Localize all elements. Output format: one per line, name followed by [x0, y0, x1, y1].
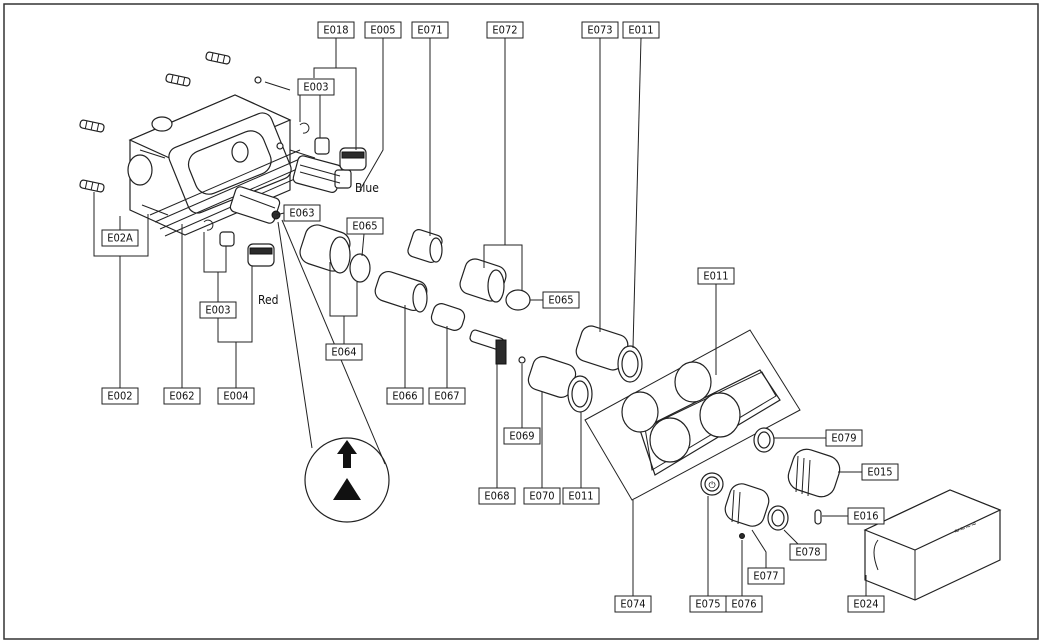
power-icon: ⏻ — [708, 480, 715, 491]
svg-text:E011: E011 — [703, 270, 728, 283]
screw-e069 — [518, 356, 526, 364]
label-e065-right: E065 — [542, 291, 580, 309]
label-e072: E072 — [486, 21, 524, 39]
svg-text:E066: E066 — [392, 390, 417, 403]
handle-e077 — [724, 483, 770, 527]
label-e002: E002 — [101, 387, 139, 405]
label-e018: E018 — [317, 21, 355, 39]
detail-callout — [277, 219, 390, 523]
pin-e016 — [814, 509, 822, 525]
box-e024: ≈≈≈≈ — [863, 489, 1002, 601]
label-e065-left: E065 — [346, 217, 384, 235]
svg-text:E063: E063 — [289, 207, 314, 220]
sleeve-e072 — [459, 258, 507, 303]
faceplate-e074 — [584, 329, 801, 501]
ring-e078 — [767, 505, 789, 531]
label-e075: E075 — [689, 595, 727, 613]
svg-text:E004: E004 — [223, 390, 248, 403]
label-e063: E063 — [283, 204, 321, 222]
svg-text:E077: E077 — [753, 570, 778, 583]
svg-text:E003: E003 — [205, 304, 230, 317]
svg-text:E018: E018 — [323, 24, 348, 37]
svg-text:E068: E068 — [484, 490, 509, 503]
svg-text:E076: E076 — [731, 598, 756, 611]
svg-text:E064: E064 — [331, 346, 356, 359]
label-e011-top: E011 — [622, 21, 660, 39]
label-e02a: E02A — [101, 229, 139, 247]
triangle-warning-icon — [333, 478, 361, 500]
label-e076: E076 — [725, 595, 763, 613]
o-ring-e065a — [349, 253, 371, 283]
blue-annotation: Blue — [355, 181, 379, 195]
svg-text:E079: E079 — [831, 432, 856, 445]
svg-text:E065: E065 — [352, 220, 377, 233]
diagram-frame — [3, 3, 1039, 640]
trim-ring-e079 — [753, 427, 775, 453]
svg-text:E024: E024 — [853, 598, 878, 611]
svg-text:E003: E003 — [303, 81, 328, 94]
sleeve-e064 — [299, 224, 351, 274]
nut-e071 — [407, 229, 443, 263]
svg-text:E071: E071 — [417, 24, 442, 37]
svg-text:E072: E072 — [492, 24, 517, 37]
svg-text:E073: E073 — [587, 24, 612, 37]
o-ring-e065b — [505, 289, 531, 311]
label-e068: E068 — [478, 487, 516, 505]
label-e077: E077 — [747, 567, 785, 585]
label-e069: E069 — [503, 427, 541, 445]
e003-upper-parts — [299, 122, 367, 171]
label-e003-upper: E003 — [297, 78, 335, 96]
mounting-screws — [79, 51, 316, 216]
label-e078: E078 — [789, 543, 827, 561]
label-e079: E079 — [825, 429, 863, 447]
svg-text:E069: E069 — [509, 430, 534, 443]
blue-cartridge-e005 — [292, 155, 352, 193]
red-annotation: Red — [258, 293, 278, 307]
svg-text:E074: E074 — [620, 598, 645, 611]
svg-text:E002: E002 — [107, 390, 132, 403]
label-e066: E066 — [386, 387, 424, 405]
svg-text:E075: E075 — [695, 598, 720, 611]
svg-text:E016: E016 — [853, 510, 878, 523]
label-e070: E070 — [523, 487, 561, 505]
leader-lines — [93, 37, 867, 596]
svg-text:E005: E005 — [370, 24, 395, 37]
svg-text:E02A: E02A — [107, 232, 133, 245]
svg-text:E011: E011 — [568, 490, 593, 503]
spindle-e068 — [469, 329, 507, 365]
ring-e011a — [617, 345, 643, 383]
label-e003-lower: E003 — [199, 301, 237, 319]
svg-text:E067: E067 — [434, 390, 459, 403]
handle-e015 — [787, 448, 841, 498]
label-e011-right: E011 — [697, 267, 735, 285]
extension-e067 — [430, 303, 466, 331]
label-e005: E005 — [364, 21, 402, 39]
label-e067: E067 — [428, 387, 466, 405]
svg-text:E062: E062 — [169, 390, 194, 403]
red-cartridge-e004 — [203, 219, 275, 267]
label-e064: E064 — [325, 343, 363, 361]
svg-text:E015: E015 — [867, 466, 892, 479]
label-e024: E024 — [847, 595, 885, 613]
cartridge-e063 — [229, 186, 281, 224]
label-e011-bottom: E011 — [562, 487, 600, 505]
label-e016: E016 — [847, 507, 885, 525]
up-arrow-icon — [337, 440, 357, 468]
svg-text:E011: E011 — [628, 24, 653, 37]
label-e074: E074 — [614, 595, 652, 613]
wall-box-body — [127, 94, 307, 237]
extension-e066 — [374, 271, 428, 313]
ring-e011c — [567, 375, 593, 413]
svg-text:E065: E065 — [548, 294, 573, 307]
label-e062: E062 — [163, 387, 201, 405]
label-e071: E071 — [411, 21, 449, 39]
svg-text:E070: E070 — [529, 490, 554, 503]
label-e004: E004 — [217, 387, 255, 405]
label-e015: E015 — [861, 463, 899, 481]
button-e075: ⏻ — [700, 472, 724, 496]
label-e073: E073 — [581, 21, 619, 39]
svg-text:E078: E078 — [795, 546, 820, 559]
dot-e076 — [739, 533, 745, 539]
